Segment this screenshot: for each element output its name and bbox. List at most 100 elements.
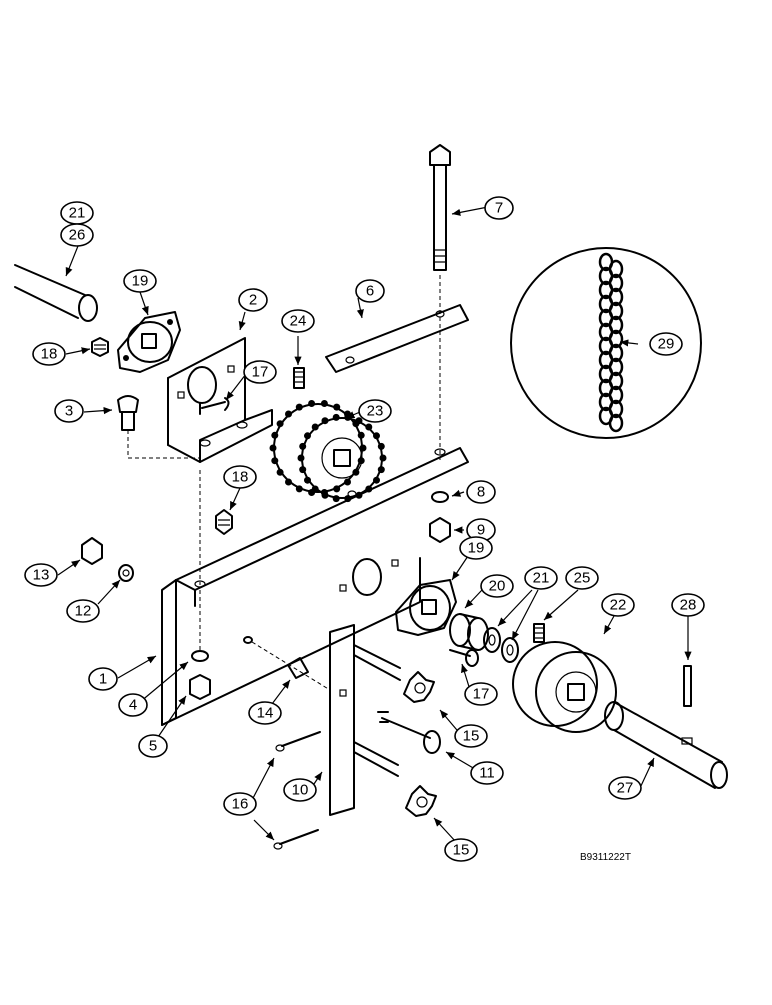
svg-text:23: 23: [367, 403, 384, 420]
sprocket-tooth: [311, 423, 319, 431]
sprocket-tooth: [320, 400, 328, 407]
sprocket-tooth: [333, 403, 341, 411]
long-bolt: [429, 144, 451, 460]
sprocket-tooth: [308, 400, 316, 407]
sprocket-tooth: [332, 495, 340, 503]
sprocket-tooth: [269, 444, 277, 452]
svg-text:17: 17: [473, 686, 490, 703]
callout-16: 16: [223, 792, 257, 816]
sprocket-tooth: [373, 432, 380, 440]
svg-text:7: 7: [495, 200, 503, 217]
set-screw-lower: [533, 623, 545, 643]
svg-text:10: 10: [292, 782, 309, 799]
callout-19-lower: 19: [459, 536, 493, 560]
cover-plate: [325, 304, 469, 373]
svg-text:24: 24: [290, 313, 307, 330]
sprocket-tooth: [308, 489, 316, 496]
carriage-bolt: [117, 395, 200, 459]
sprocket-tooth: [285, 478, 292, 486]
callout-18-upper: 18: [32, 342, 66, 366]
svg-text:18: 18: [41, 346, 58, 363]
drive-shaft: [604, 701, 728, 789]
svg-text:28: 28: [680, 597, 697, 614]
idler-sprocket-upper: [403, 671, 435, 703]
svg-text:1: 1: [99, 671, 107, 688]
sprocket-tooth: [321, 417, 329, 425]
callout-4: 4: [118, 693, 148, 717]
callout-12: 12: [66, 599, 100, 623]
bearing-flange-lower: [395, 579, 457, 636]
flat-washer-12: [118, 564, 134, 582]
svg-text:15: 15: [453, 842, 470, 859]
bolt-upper: [199, 397, 230, 415]
sprocket-tooth: [344, 478, 351, 486]
svg-text:13: 13: [33, 567, 50, 584]
callout-14: 14: [248, 701, 282, 725]
callout-bubbles: 21 26 19 2 6 7 24 18 17 3 23 29 18 8 9 1…: [24, 196, 705, 862]
svg-text:8: 8: [477, 484, 485, 501]
callout-7: 7: [484, 196, 514, 220]
sprocket-tooth: [357, 457, 365, 465]
sprocket-tooth: [373, 476, 380, 484]
washers-21: [483, 627, 519, 663]
callout-22: 22: [601, 593, 635, 617]
callout-28: 28: [671, 593, 705, 617]
callout-17-upper: 17: [243, 360, 277, 384]
svg-text:20: 20: [489, 578, 506, 595]
bearing-collar: [449, 613, 489, 651]
callout-15-upper: 15: [454, 724, 488, 748]
spacer-14: [243, 636, 331, 691]
callout-3: 3: [54, 399, 84, 423]
svg-text:27: 27: [617, 780, 634, 797]
callout-11: 11: [470, 761, 504, 785]
leaders: [57, 206, 692, 843]
svg-text:26: 26: [69, 227, 86, 244]
sprocket-tooth: [295, 485, 303, 493]
sprocket-tooth: [297, 454, 305, 462]
svg-text:21: 21: [533, 570, 550, 587]
svg-text:14: 14: [257, 705, 274, 722]
callout-18-lower: 18: [223, 465, 257, 489]
sprocket-tooth: [332, 413, 340, 421]
sprocket-tooth: [271, 457, 279, 465]
sprocket-tooth: [299, 442, 307, 450]
sprocket-tooth: [379, 454, 387, 462]
svg-text:18: 18: [232, 469, 249, 486]
lock-washer-4: [191, 650, 209, 662]
set-screw-upper: [293, 367, 305, 389]
callout-24-upper: 24: [281, 309, 315, 333]
shaft-upper: [14, 264, 98, 322]
drive-sprocket: [512, 641, 617, 733]
bearing-flange-upper: [117, 311, 181, 373]
sprocket-tooth: [299, 466, 307, 474]
sprocket-tooth: [271, 431, 279, 439]
svg-text:12: 12: [75, 603, 92, 620]
svg-text:21: 21: [69, 205, 86, 222]
svg-text:19: 19: [132, 273, 149, 290]
angle-bracket: [167, 337, 273, 463]
callout-10: 10: [283, 778, 317, 802]
sprocket-tooth: [276, 420, 284, 428]
hex-nut-13: [81, 537, 103, 565]
idler-bracket: [329, 624, 401, 816]
callout-26: 26: [60, 223, 94, 247]
callout-29: 29: [649, 332, 683, 356]
svg-text:3: 3: [65, 403, 73, 420]
svg-text:16: 16: [232, 796, 249, 813]
svg-text:25: 25: [574, 570, 591, 587]
callout-8: 8: [466, 480, 496, 504]
lock-nut-lower: [215, 509, 233, 535]
hex-nut-5: [189, 674, 211, 700]
chain-link: [608, 413, 624, 433]
svg-text:22: 22: [610, 597, 627, 614]
callout-1: 1: [88, 667, 118, 691]
callout-5: 5: [138, 734, 168, 758]
sprocket-tooth: [304, 476, 311, 484]
svg-text:29: 29: [658, 336, 675, 353]
sprocket-tooth: [276, 468, 284, 476]
lock-nut-upper: [91, 337, 109, 357]
shaft-key: [683, 665, 692, 707]
svg-text:6: 6: [366, 283, 374, 300]
sprocket-tooth: [295, 403, 303, 411]
